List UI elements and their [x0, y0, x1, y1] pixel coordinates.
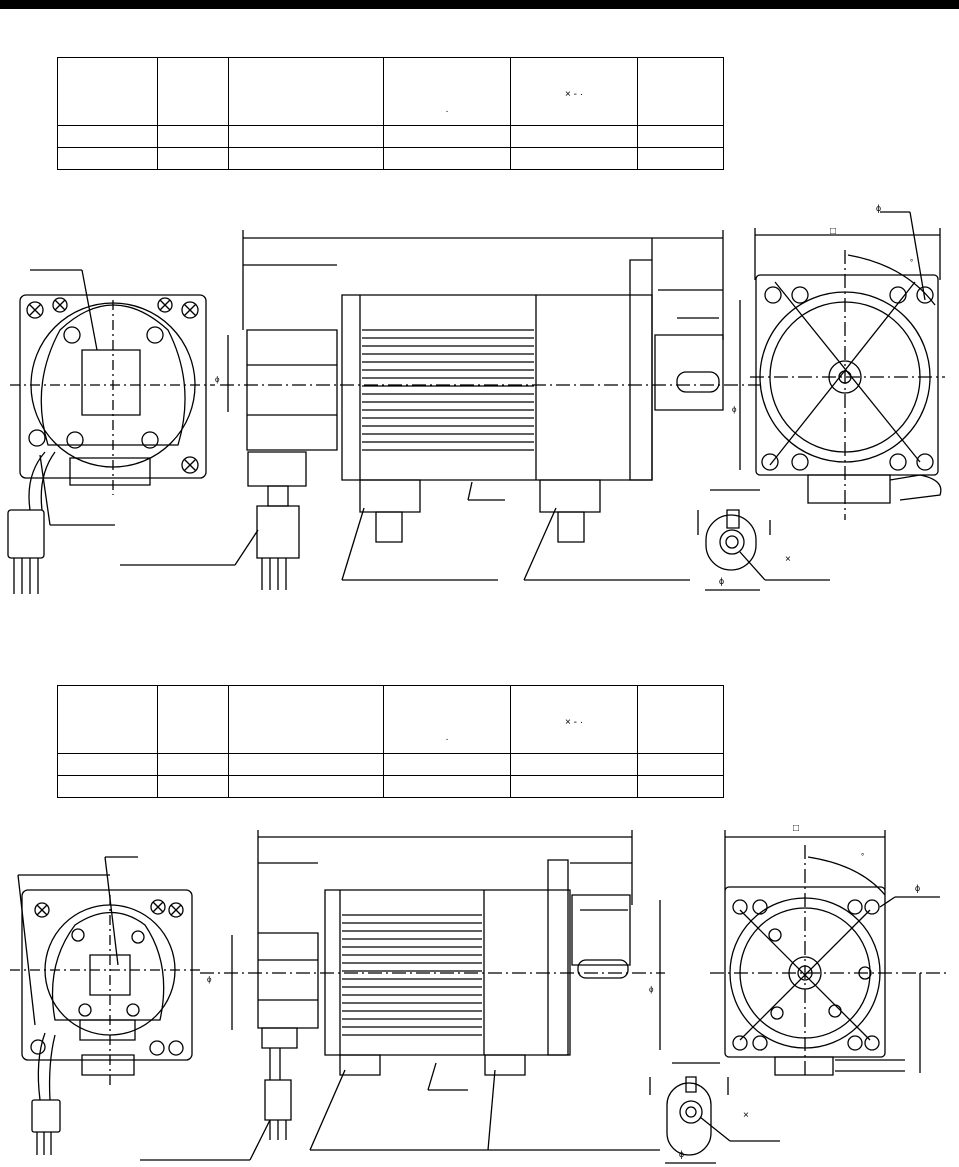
header-cell: · [383, 685, 511, 754]
phi-symbol: ϕ [215, 375, 220, 384]
table-cell [637, 125, 724, 148]
phi-symbol: ϕ [649, 985, 654, 994]
square-symbol: □ [793, 823, 800, 834]
header-cell [637, 685, 724, 754]
table-row [57, 125, 724, 148]
header-cell [57, 57, 158, 126]
table-cell [57, 147, 158, 170]
times-symbol: × [785, 554, 791, 565]
times-symbol: × [743, 1110, 749, 1121]
table-cell [637, 753, 724, 776]
table-cell [157, 775, 229, 798]
table-cell [57, 125, 158, 148]
header-cell [228, 685, 384, 754]
table-row [57, 753, 724, 776]
table-row [57, 775, 724, 798]
top-rule-bar [0, 0, 959, 9]
motor-drawing-2 [0, 815, 959, 1167]
table-cell [57, 775, 158, 798]
table-cell [228, 147, 384, 170]
header-cell [228, 57, 384, 126]
table-cell [157, 125, 229, 148]
end-view-flange-side [750, 212, 945, 520]
phi-symbol: ϕ [915, 883, 921, 893]
table-header-row: · × - · [57, 57, 724, 126]
degree-symbol: ° [910, 258, 914, 267]
header-cell: × - · [510, 57, 638, 126]
table-cell [510, 775, 638, 798]
table-cell [383, 125, 511, 148]
table-cell [510, 147, 638, 170]
table-cell [57, 753, 158, 776]
phi-symbol: ϕ [719, 576, 725, 586]
table-header-row: · × - · [57, 685, 724, 754]
table-cell [228, 775, 384, 798]
table-cell [510, 125, 638, 148]
header-cell [637, 57, 724, 126]
spec-table-1: · × - · [57, 57, 724, 170]
phi-symbol: ϕ [679, 1149, 685, 1159]
spec-table-2: · × - · [57, 685, 724, 798]
square-symbol: □ [830, 226, 837, 237]
end-view-connector-side [8, 270, 215, 594]
table-row [57, 147, 724, 170]
table-cell [157, 147, 229, 170]
header-cell [157, 685, 229, 754]
header-cell [57, 685, 158, 754]
shaft-section-detail [698, 490, 830, 590]
table-cell [637, 775, 724, 798]
shaft-section-detail [650, 1063, 780, 1163]
table-cell [383, 753, 511, 776]
table-cell [157, 753, 229, 776]
end-view-connector-side [10, 857, 200, 1155]
phi-symbol: ϕ [876, 203, 882, 213]
table-cell [228, 753, 384, 776]
side-view [120, 230, 760, 590]
end-view-flange-side [710, 830, 950, 1075]
table-cell [228, 125, 384, 148]
side-view [140, 830, 665, 1160]
header-cell [157, 57, 229, 126]
table-cell [383, 147, 511, 170]
phi-symbol: ϕ [732, 405, 737, 414]
phi-symbol: ϕ [207, 975, 212, 984]
motor-drawing-1 [0, 190, 959, 620]
table-cell [637, 147, 724, 170]
table-cell [383, 775, 511, 798]
header-cell: · [383, 57, 511, 126]
table-cell [510, 753, 638, 776]
degree-symbol: ° [861, 852, 865, 861]
header-cell: × - · [510, 685, 638, 754]
